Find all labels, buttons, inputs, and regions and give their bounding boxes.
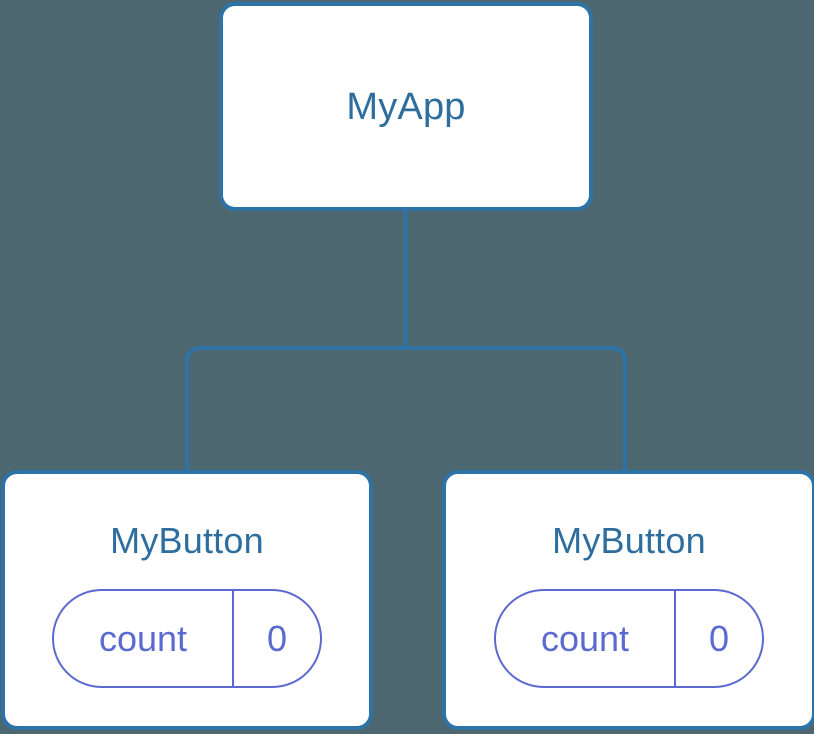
state-chip-count[interactable]: count 0 xyxy=(494,589,764,688)
state-chip-key-label: count xyxy=(98,617,188,659)
state-chip-value-label: 0 xyxy=(708,617,730,659)
node-myapp[interactable]: MyApp xyxy=(219,2,593,211)
state-chip-value: 0 xyxy=(234,591,320,686)
state-chip-value: 0 xyxy=(676,591,762,686)
state-chip-value-label: 0 xyxy=(266,617,288,659)
edge-myapp-to-mybutton-0 xyxy=(185,346,406,470)
state-chip-key: count xyxy=(496,591,676,686)
state-chip-key-label: count xyxy=(540,617,630,659)
node-title: MyButton xyxy=(552,520,706,561)
state-chip-count[interactable]: count 0 xyxy=(52,589,322,688)
edge-myapp-to-mybutton-1 xyxy=(405,346,627,470)
node-title: MyButton xyxy=(110,520,264,561)
node-mybutton-1[interactable]: MyButton count 0 xyxy=(442,470,814,730)
state-chip-key: count xyxy=(54,591,234,686)
node-title: MyApp xyxy=(346,85,466,128)
node-mybutton-0[interactable]: MyButton count 0 xyxy=(1,470,373,730)
